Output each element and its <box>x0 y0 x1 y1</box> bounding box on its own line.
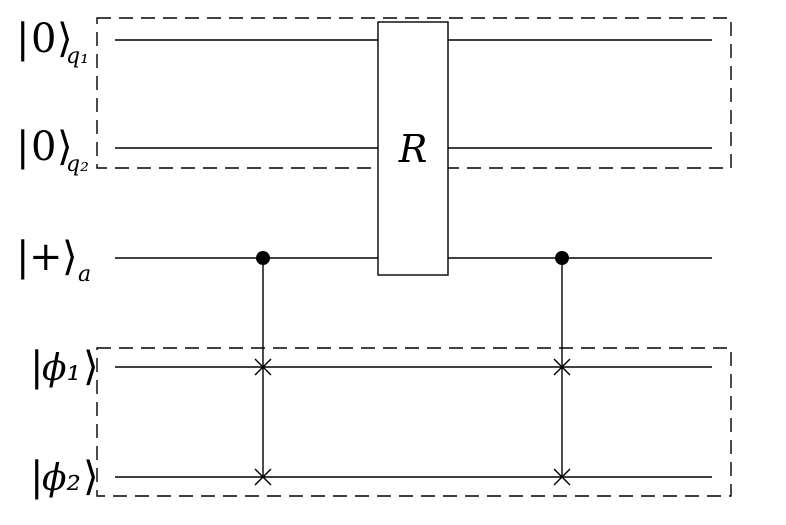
ket-value: ϕ₂ <box>42 458 81 499</box>
swap-cross-icon <box>254 468 272 486</box>
ket-value: 0 <box>31 124 56 170</box>
qubit-label-q1: | 0 ⟩ q₁ <box>16 16 89 69</box>
ket-subscript: a <box>78 262 91 287</box>
svg-text:|: | <box>16 124 29 170</box>
svg-text:|: | <box>30 344 43 390</box>
r-gate-box <box>377 21 449 276</box>
ket-subscript: q₁ <box>66 44 89 69</box>
svg-text:⟩: ⟩ <box>83 454 99 500</box>
swap-cross-icon <box>553 358 571 376</box>
control-dot <box>256 251 270 265</box>
svg-text:|: | <box>16 16 29 62</box>
ket-subscript: q₂ <box>66 152 89 177</box>
ket-value: + <box>29 234 63 280</box>
svg-text:|: | <box>30 454 43 500</box>
qubit-label-q2: | 0 ⟩ q₂ <box>16 124 89 177</box>
register-group-box-bottom <box>96 347 732 497</box>
controlled-swap-gate-1 <box>254 251 272 486</box>
svg-text:⟩: ⟩ <box>83 344 99 390</box>
svg-text:|: | <box>16 234 29 280</box>
qubit-label-a: | + ⟩ a <box>16 234 91 287</box>
svg-text:⟩: ⟩ <box>57 124 73 170</box>
r-gate-label: R <box>398 127 428 171</box>
ket-value: 0 <box>31 16 56 62</box>
controlled-swap-gate-2 <box>553 251 571 486</box>
svg-text:⟩: ⟩ <box>62 234 78 280</box>
swap-cross-icon <box>254 358 272 376</box>
control-dot <box>555 251 569 265</box>
qubit-label-phi2: | ϕ₂ ⟩ <box>30 454 99 500</box>
qubit-label-phi1: | ϕ₁ ⟩ <box>30 344 99 390</box>
swap-cross-icon <box>553 468 571 486</box>
svg-text:⟩: ⟩ <box>57 16 73 62</box>
ket-value: ϕ₁ <box>42 348 81 389</box>
